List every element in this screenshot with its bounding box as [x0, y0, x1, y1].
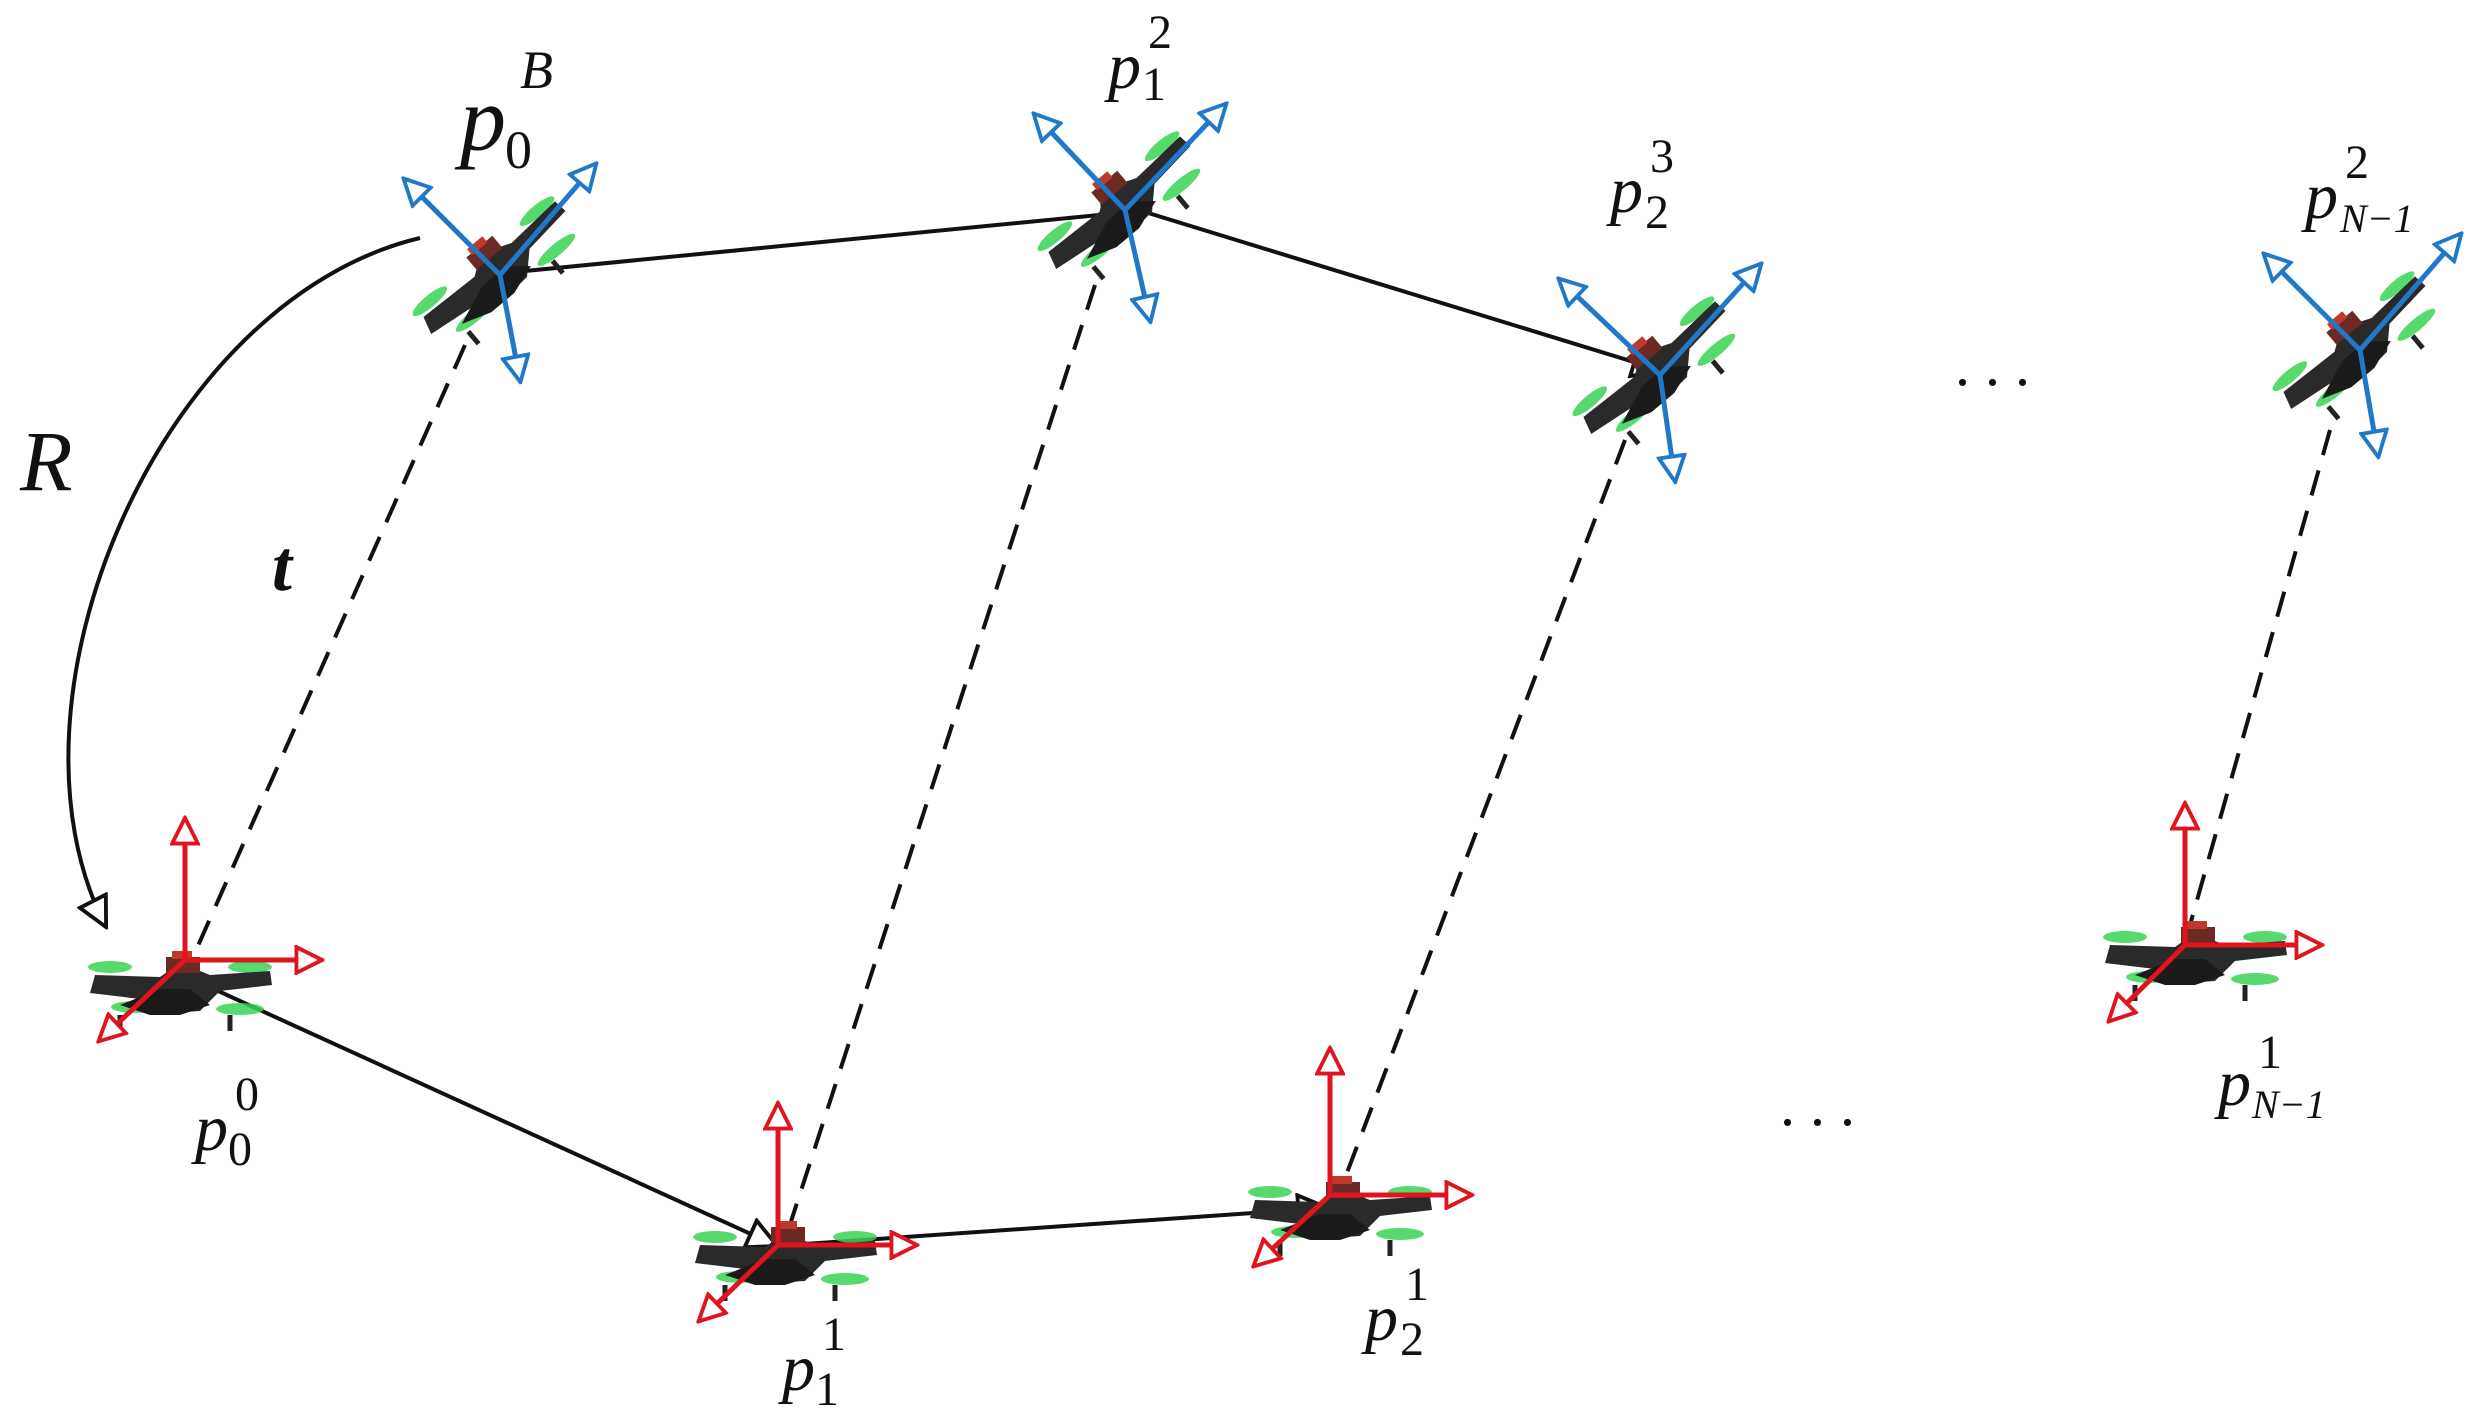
pose-label-sup: 1 [822, 1308, 846, 1361]
ellipsis-top: . . . [1955, 332, 2030, 398]
pose-label-p23: p 2 3 [1606, 130, 1674, 239]
top-edge-1 [1144, 210, 1660, 370]
dash-link-2 [1343, 439, 1627, 1179]
top-frame-3-axes [2265, 235, 2460, 455]
pose-label-p21: p 2 1 [1361, 1258, 1429, 1366]
pose-label-p0B: p 0 B [454, 40, 553, 180]
pose-label-pN-1-2: p N−1 2 [2301, 136, 2414, 241]
top-frame-0-axes [405, 165, 595, 380]
top-frame-1-axes [1035, 105, 1225, 320]
bottom-frame-3-axes [2110, 805, 2320, 1020]
pose-label-base: p [191, 1092, 228, 1165]
pose-label-sup: 2 [2345, 136, 2369, 189]
pose-label-base: p [454, 68, 506, 170]
pose-label-sub: 1 [815, 1363, 839, 1416]
pose-label-base: p [2301, 160, 2338, 233]
bottom-frame-1-axes [700, 1105, 915, 1320]
rotation-label: R [19, 413, 73, 509]
pose-label-p12: p 1 2 [1104, 6, 1172, 111]
pose-label-sub: 0 [228, 1123, 252, 1176]
bottom-drone-1 [693, 1221, 877, 1301]
pose-label-sub: 0 [505, 120, 532, 180]
bottom-drone-3 [2103, 921, 2287, 1001]
pose-label-sub: N−1 [2251, 1082, 2326, 1127]
bottom-frame-2-axes [1255, 1050, 1470, 1265]
rotation-arc [66, 236, 421, 925]
pose-label-base: p [1606, 154, 1643, 227]
bottom-frame-0-axes [100, 820, 320, 1040]
pose-label-sup: 1 [2258, 1026, 2282, 1079]
top-trajectory [514, 210, 1660, 370]
pose-label-sup: 0 [235, 1068, 259, 1121]
pose-label-p00: p 0 0 [191, 1068, 259, 1176]
pose-label-base: p [1361, 1282, 1398, 1355]
top-edge-0 [514, 212, 1130, 274]
pose-label-sup: 3 [1650, 130, 1674, 183]
ellipsis-bottom: . . . [1780, 1072, 1855, 1138]
pose-label-sub: N−1 [2339, 196, 2414, 241]
pose-label-sub: 1 [1142, 58, 1166, 111]
pose-label-sub: 2 [1400, 1313, 1424, 1366]
dash-link-0 [183, 344, 467, 976]
pose-label-sub: 2 [1645, 186, 1669, 239]
pose-label-sup: 1 [1405, 1258, 1429, 1311]
top-frame-2-axes [1560, 265, 1760, 480]
pose-label-base: p [778, 1332, 815, 1405]
dashed-correspondences [183, 284, 2332, 1241]
pose-label-pN-1-1: p N−1 1 [2214, 1026, 2326, 1127]
pose-label-sup: B [520, 40, 553, 100]
dash-link-1 [783, 284, 1097, 1241]
pose-label-base: p [1104, 30, 1141, 103]
bottom-edge-1 [789, 1208, 1325, 1247]
pose-label-sup: 2 [1148, 6, 1172, 59]
pose-label-p11: p 1 1 [778, 1308, 846, 1416]
bottom-trajectory [204, 983, 1325, 1247]
pose-label-base: p [2214, 1047, 2251, 1120]
bottom-edge-0 [204, 983, 775, 1245]
translation-label: t [272, 526, 294, 606]
dash-link-3 [2188, 429, 2332, 926]
